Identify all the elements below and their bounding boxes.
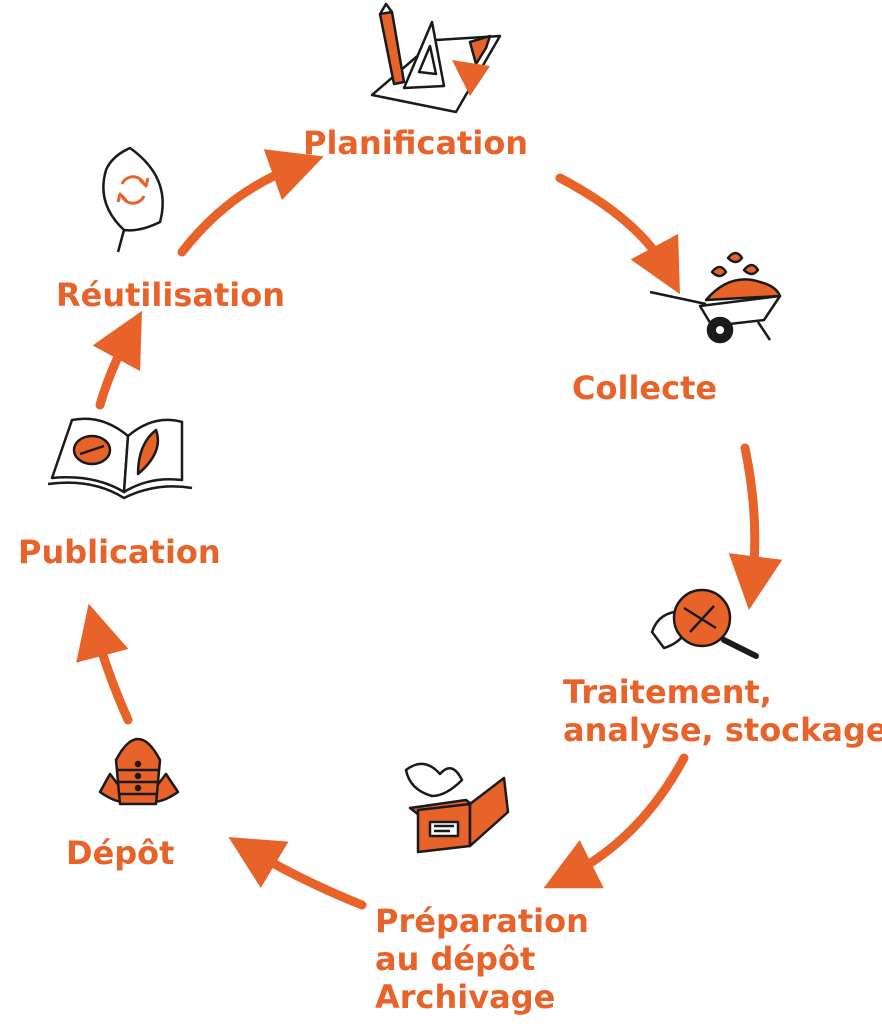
stage-label-line: Dépôt [66,834,175,872]
stage-label-depot: Dépôt [66,834,174,872]
arrow-reutilisation-to-planification [177,149,324,257]
stage-label-line: analyse, stockage [563,711,882,749]
open-book-leaves-icon [47,417,193,500]
stage-label-line: Collecte [572,369,718,407]
stage-label-line: Archivage [375,978,556,1016]
stage-label-preparation: Préparation au dépôt Archivage [375,902,589,1016]
stage-label-line: Réutilisation [56,276,285,314]
archive-box-icon [404,762,510,854]
stage-label-publication: Publication [18,533,221,571]
stage-label-line: Planification [303,124,529,162]
stage-label-line: au dépôt [375,940,536,978]
arrow-traitement-to-preparation [543,753,689,889]
drafting-tools-icon [370,2,502,114]
stage-label-planification: Planification [303,124,528,162]
arrow-preparation-to-depot [228,837,367,910]
arrow-planification-to-collecte [555,173,680,295]
leaf-magnifier-icon [650,588,759,659]
stage-label-line: Publication [18,533,221,571]
leaf-recycle-icon [102,146,164,253]
stage-label-reutilisation: Réutilisation [56,276,285,314]
arrow-publication-to-reutilisation [92,310,142,410]
stage-label-line: Traitement, [563,673,772,711]
seed-pod-cabinet-icon [98,738,180,806]
wheelbarrow-leaves-icon [649,251,782,344]
stage-label-collecte: Collecte [572,369,717,407]
stage-label-traitement: Traitement, analyse, stockage [563,673,882,749]
arrow-collecte-to-traitement [728,443,783,611]
stage-label-line: Préparation [375,902,589,940]
arrow-depot-to-publication [76,603,133,725]
